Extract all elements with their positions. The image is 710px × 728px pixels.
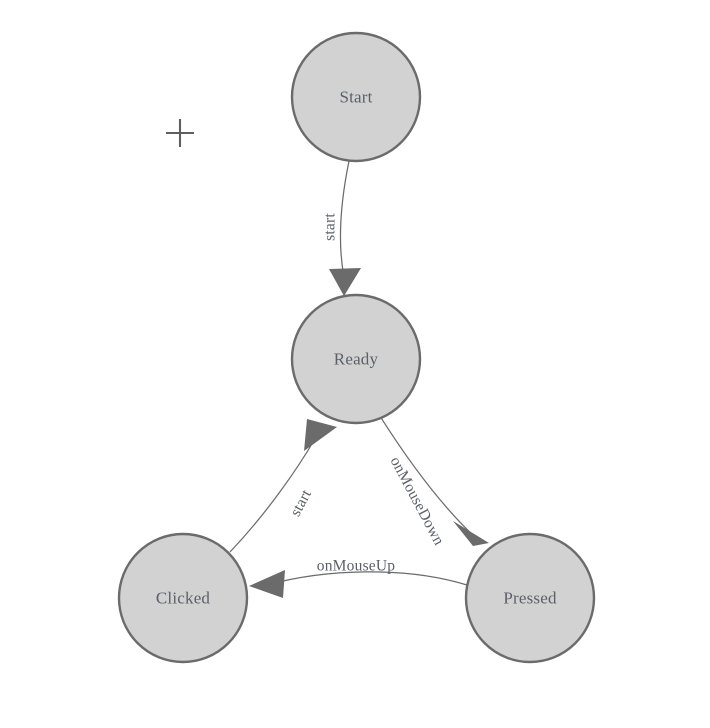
state-node-clicked-circle[interactable]	[117, 532, 249, 664]
state-node-pressed[interactable]: Pressed	[464, 532, 596, 664]
state-node-ready-circle[interactable]	[290, 293, 422, 425]
arrowhead-start-to-ready	[329, 268, 361, 296]
crosshair-icon	[166, 119, 194, 147]
edge-ready-to-pressed[interactable]	[377, 412, 489, 546]
state-node-clicked-label: Clicked	[156, 589, 211, 608]
edge-path-clicked-to-ready	[229, 436, 317, 553]
state-node-ready-label: Ready	[334, 350, 379, 369]
edge-clicked-to-ready[interactable]	[229, 419, 337, 553]
state-node-start[interactable]: Start	[290, 31, 422, 163]
arrowhead-clicked-to-ready	[304, 419, 337, 451]
state-node-ready[interactable]: Ready	[290, 293, 422, 425]
edge-path-pressed-to-clicked	[266, 571, 468, 586]
arrowhead-ready-to-pressed	[453, 521, 489, 546]
state-node-clicked[interactable]: Clicked	[117, 532, 249, 664]
state-node-pressed-label: Pressed	[503, 589, 557, 608]
edge-start-to-ready[interactable]	[329, 160, 361, 296]
edge-path-start-to-ready	[339, 160, 350, 278]
state-node-start-circle[interactable]	[290, 31, 422, 163]
state-node-pressed-circle[interactable]	[464, 532, 596, 664]
arrowhead-pressed-to-clicked	[249, 570, 285, 598]
edge-path-ready-to-pressed	[377, 412, 479, 541]
edge-pressed-to-clicked[interactable]	[249, 570, 468, 598]
edge-label-clicked-to-ready: start	[287, 486, 315, 519]
edge-label-start-to-ready: start	[322, 213, 339, 241]
state-node-start-label: Start	[339, 88, 372, 107]
edge-label-ready-to-pressed: onMouseDown	[387, 454, 448, 548]
edge-label-pressed-to-clicked: onMouseUp	[317, 558, 395, 575]
